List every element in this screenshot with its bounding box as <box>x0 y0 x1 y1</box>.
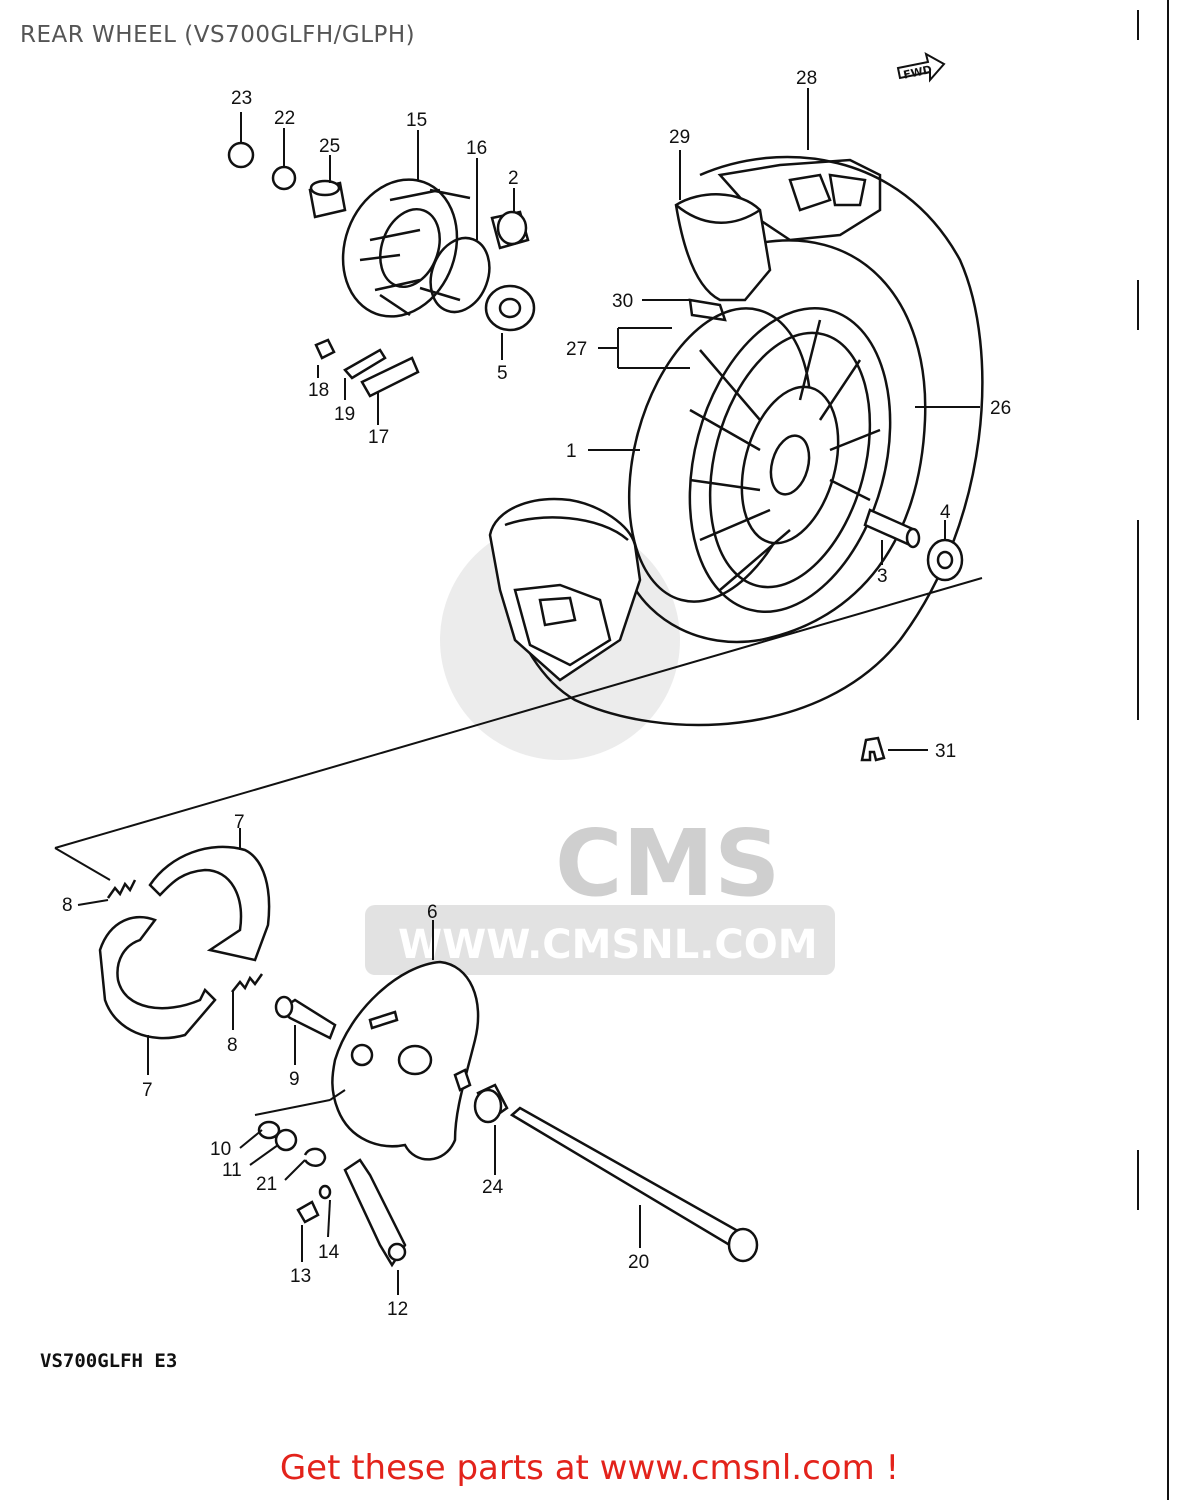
callout-numbers: 23 22 25 15 16 2 5 18 19 17 29 28 30 27 … <box>62 68 1011 1320</box>
callout-31: 31 <box>935 741 956 762</box>
brake-shoes <box>98 845 271 1040</box>
brake-panel <box>331 960 480 1161</box>
callout-5: 5 <box>497 363 508 384</box>
callout-17: 17 <box>368 427 389 448</box>
watermark-url: WWW.CMSNL.COM <box>398 922 818 968</box>
section-divider <box>54 577 983 849</box>
direction-badge: FWD <box>902 63 933 82</box>
brake-arm <box>296 1158 407 1268</box>
callout-4: 4 <box>940 502 951 523</box>
callout-13: 13 <box>290 1266 311 1287</box>
rear-axle <box>509 1106 759 1263</box>
shoe-springs <box>106 879 264 993</box>
callout-2: 2 <box>508 168 519 189</box>
callout-7-upper: 7 <box>234 812 245 833</box>
callout-7-lower: 7 <box>142 1080 153 1101</box>
callout-28: 28 <box>796 68 817 89</box>
sprocket-carrier <box>341 178 471 318</box>
footer-link[interactable]: Get these parts at www.cmsnl.com ! <box>279 1448 900 1488</box>
callout-12: 12 <box>387 1299 408 1320</box>
callout-27: 27 <box>566 339 587 360</box>
diagram-title: REAR WHEEL (VS700GLFH/GLPH) <box>20 22 416 48</box>
callout-14: 14 <box>318 1242 340 1263</box>
brake-cam <box>274 995 337 1040</box>
lock-washer-parts <box>314 338 420 398</box>
hub-bearings <box>484 210 536 332</box>
callout-3: 3 <box>877 566 888 587</box>
callout-6: 6 <box>427 902 438 923</box>
callout-26: 26 <box>990 398 1011 419</box>
inner-tube <box>674 193 772 322</box>
model-code: VS700GLFH E3 <box>40 1350 178 1372</box>
callout-8-right: 8 <box>227 1035 238 1056</box>
leader-lines <box>77 88 980 1295</box>
callout-9: 9 <box>289 1069 300 1090</box>
cam-washers <box>257 1120 327 1167</box>
callout-11: 11 <box>222 1160 242 1181</box>
valve-cap-icon <box>860 736 886 762</box>
axle-spacer-left <box>473 1083 509 1124</box>
callout-19: 19 <box>334 404 355 425</box>
axle-spacer <box>863 508 964 582</box>
callout-10: 10 <box>210 1139 231 1160</box>
callout-30: 30 <box>612 291 633 312</box>
callout-15: 15 <box>406 110 427 131</box>
callout-20: 20 <box>628 1252 649 1273</box>
callout-25: 25 <box>319 136 340 157</box>
forward-arrow-icon: FWD <box>896 52 946 83</box>
scan-edge-marks <box>1137 0 1169 1500</box>
callout-23: 23 <box>231 88 252 109</box>
watermark-brand: CMS <box>555 810 780 917</box>
callout-16: 16 <box>466 138 487 159</box>
callout-18: 18 <box>308 380 329 401</box>
o-ring <box>429 236 491 314</box>
section-divider-left <box>54 847 111 881</box>
hub-small-parts <box>227 141 347 219</box>
callout-29: 29 <box>669 127 690 148</box>
tire-section <box>488 497 642 682</box>
callout-21: 21 <box>256 1174 277 1195</box>
callout-8-left: 8 <box>62 895 73 916</box>
callout-1: 1 <box>566 441 577 462</box>
wheel-rim <box>627 307 892 613</box>
callout-22: 22 <box>274 108 295 129</box>
callout-24: 24 <box>482 1177 504 1198</box>
